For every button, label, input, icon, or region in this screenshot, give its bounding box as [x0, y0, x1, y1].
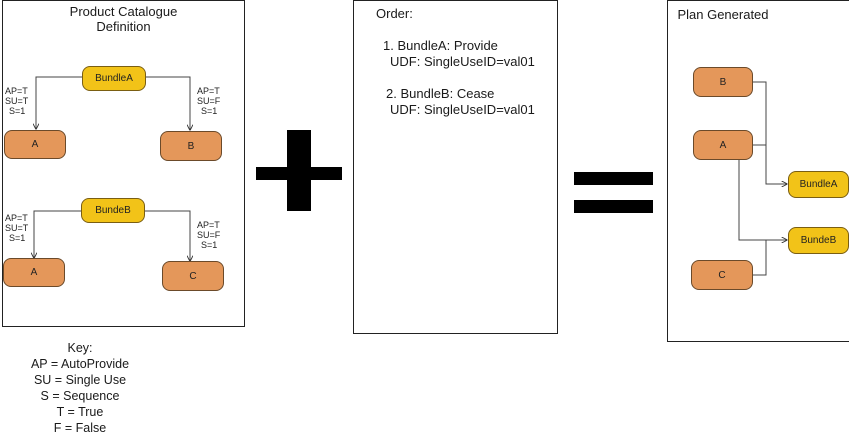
node-b-under-bundlea: B — [160, 131, 222, 161]
key-entry-su: SU = Single Use — [33, 373, 127, 387]
edge-label-bundleb-right: AP=T SU=F S=1 — [197, 220, 220, 250]
node-a-under-bundleb: A — [3, 258, 65, 287]
edge-bundlea-b — [145, 76, 190, 130]
edge-label-line: S=1 — [201, 240, 218, 250]
equals-sign-bottom — [574, 200, 653, 213]
edge-bundleb-c — [145, 210, 190, 261]
key-entry-ap: AP = AutoProvide — [30, 357, 130, 371]
plan-node-c: C — [691, 260, 753, 290]
edge-label-line: SU=F — [197, 96, 221, 106]
edge-label-line: SU=F — [197, 230, 221, 240]
plan-title: Plan Generated — [677, 7, 769, 22]
order-title: Order: — [376, 6, 413, 21]
node-bundleb: BundeB — [81, 198, 145, 223]
plus-sign-vertical — [287, 130, 311, 211]
order-item-2-line2: UDF: SingleUseID=val01 — [390, 102, 535, 117]
edge-plan-c-bundleb — [752, 240, 767, 276]
plan-node-a: A — [693, 130, 753, 160]
edge-bundleb-a — [34, 210, 82, 258]
node-a-under-bundlea: A — [4, 130, 66, 159]
edge-plan-b-bundlea — [752, 81, 787, 184]
edge-label-bundleb-left: AP=T SU=T S=1 — [5, 213, 28, 243]
edge-label-line: AP=T — [197, 86, 220, 96]
edge-label-line: AP=T — [5, 86, 28, 96]
key-entry-f: F = False — [53, 421, 107, 435]
catalogue-title-line2: Definition — [96, 19, 151, 34]
plan-node-bundleb: BundeB — [788, 227, 849, 254]
edge-label-line: SU=T — [5, 223, 29, 233]
plan-node-bundlea: BundleA — [788, 171, 849, 198]
key-entry-t: T = True — [56, 405, 104, 419]
edge-label-line: S=1 — [9, 106, 26, 116]
edge-label-bundlea-right: AP=T SU=F S=1 — [197, 86, 220, 116]
order-item-1-line2: UDF: SingleUseID=val01 — [390, 54, 535, 69]
edge-bundlea-a — [36, 76, 83, 129]
edge-label-line: AP=T — [197, 220, 220, 230]
key-entry-s: S = Sequence — [40, 389, 120, 403]
node-c-under-bundleb: C — [162, 261, 224, 291]
edge-label-line: AP=T — [5, 213, 28, 223]
edge-label-line: S=1 — [9, 233, 26, 243]
catalogue-title-line1: Product Catalogue — [69, 4, 178, 19]
edge-label-bundlea-left: AP=T SU=T S=1 — [5, 86, 28, 116]
plan-node-b: B — [693, 67, 753, 97]
edge-plan-a-bundleb — [738, 160, 787, 240]
edge-label-line: SU=T — [5, 96, 29, 106]
key-title: Key: — [67, 341, 93, 355]
node-bundlea: BundleA — [82, 66, 146, 91]
order-item-1-line1: 1. BundleA: Provide — [383, 38, 498, 53]
order-panel — [353, 0, 558, 334]
equals-sign-top — [574, 172, 653, 185]
order-item-2-line1: 2. BundleB: Cease — [386, 86, 495, 101]
edge-label-line: S=1 — [201, 106, 218, 116]
